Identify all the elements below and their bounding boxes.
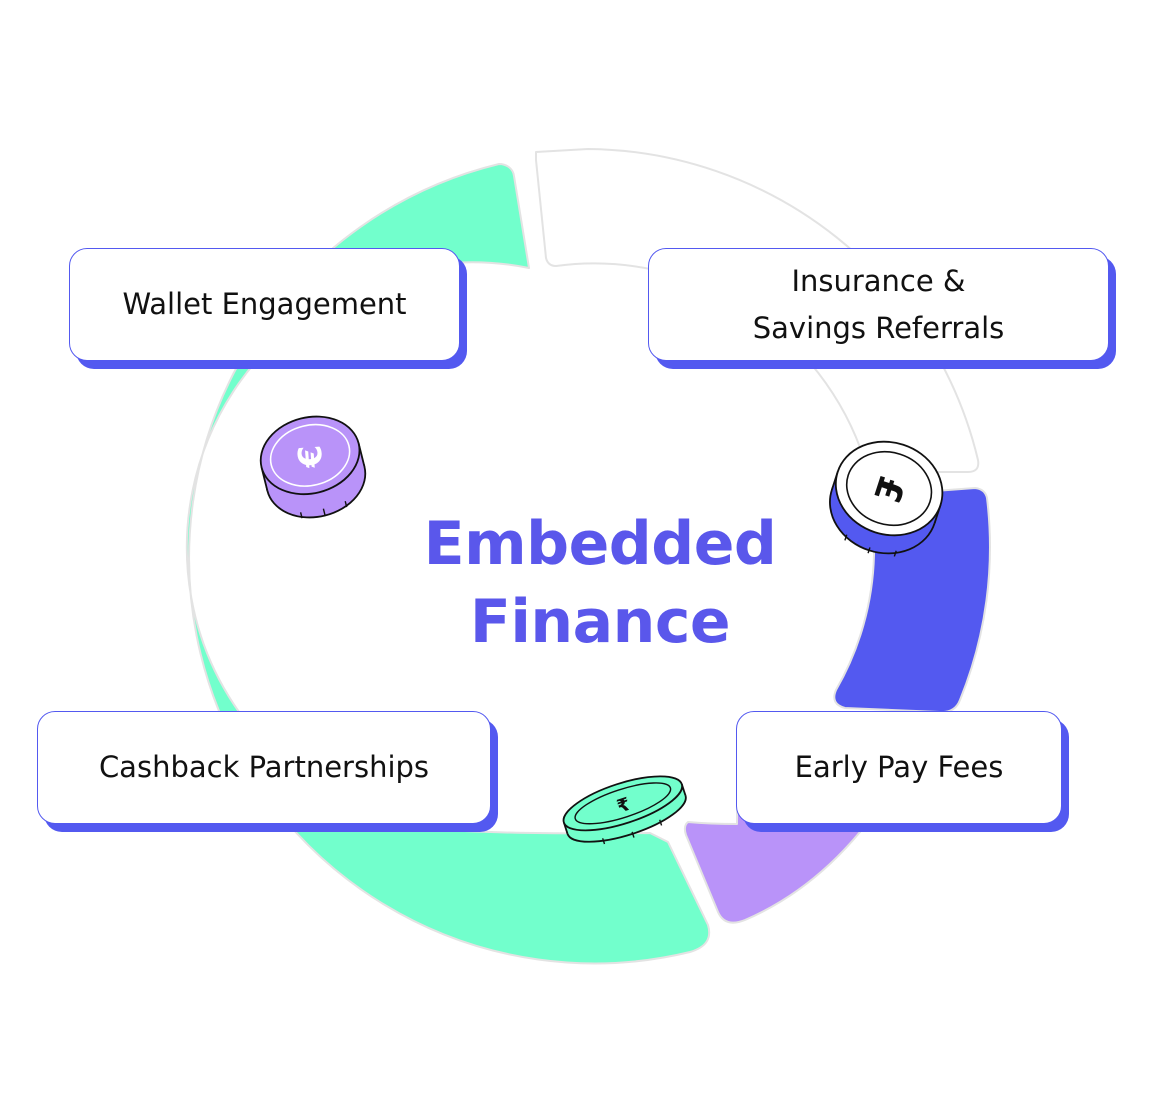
center-title: Embedded Finance bbox=[400, 505, 800, 661]
insurance-savings-referrals-card: Insurance & Savings Referrals bbox=[648, 248, 1109, 361]
rupee-coin-icon: ₹ bbox=[562, 775, 687, 845]
insurance-label-line-1: Insurance & bbox=[791, 263, 966, 298]
center-title-line-2: Finance bbox=[469, 587, 731, 657]
revenue-segment-blue bbox=[833, 487, 991, 714]
revenue-segment-purple bbox=[683, 785, 865, 924]
insurance-label-line-2: Savings Referrals bbox=[752, 310, 1005, 345]
pound-coin-icon: £ bbox=[829, 440, 944, 557]
euro-symbol: € bbox=[291, 444, 331, 470]
wallet-engagement-card: Wallet Engagement bbox=[69, 248, 460, 361]
rupee-symbol: ₹ bbox=[614, 794, 632, 818]
center-title-line-1: Embedded bbox=[423, 509, 777, 579]
wallet-engagement-label: Wallet Engagement bbox=[122, 287, 407, 321]
euro-coin-icon: € bbox=[259, 415, 367, 519]
early-pay-fees-label: Early Pay Fees bbox=[794, 750, 1004, 784]
early-pay-fees-card: Early Pay Fees bbox=[736, 711, 1062, 824]
cashback-partnerships-card: Cashback Partnerships bbox=[37, 711, 491, 824]
cashback-partnerships-label: Cashback Partnerships bbox=[98, 750, 430, 784]
